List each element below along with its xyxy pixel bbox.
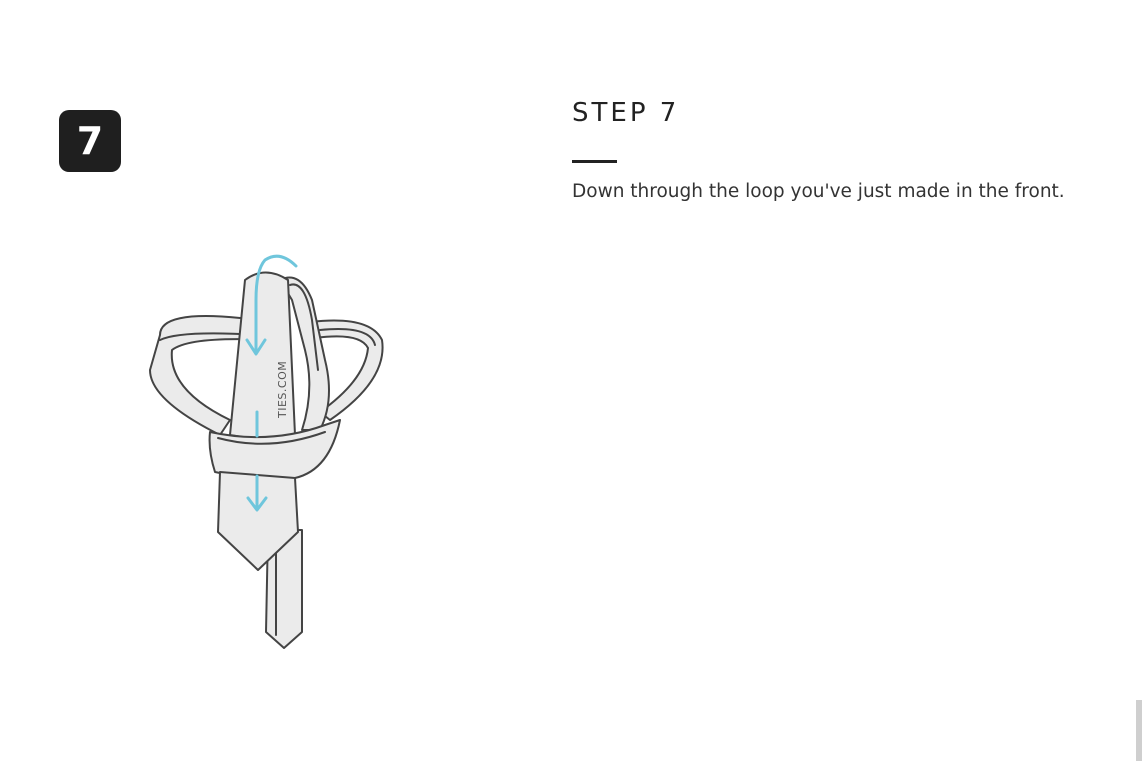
step-description: Down through the loop you've just made i… <box>572 181 1065 202</box>
tie-collar-left <box>149 315 271 436</box>
title-underline <box>572 160 617 163</box>
brand-label: TIES.COM <box>276 361 289 419</box>
tie-wide-blade-bottom <box>217 471 299 571</box>
down-arrow-top-head-icon <box>245 338 267 356</box>
tie-knot-illustration: TIES.COM <box>149 254 384 649</box>
scrollbar-thumb[interactable] <box>1136 700 1142 761</box>
step-number: 7 <box>76 119 104 163</box>
tie-knot <box>208 419 341 480</box>
step-title: STEP 7 <box>572 98 680 128</box>
down-arrow-top-icon <box>254 254 298 354</box>
down-arrow-bottom-head-icon <box>246 496 268 512</box>
tie-back-loop <box>279 276 330 431</box>
step-number-badge: 7 <box>59 110 121 172</box>
